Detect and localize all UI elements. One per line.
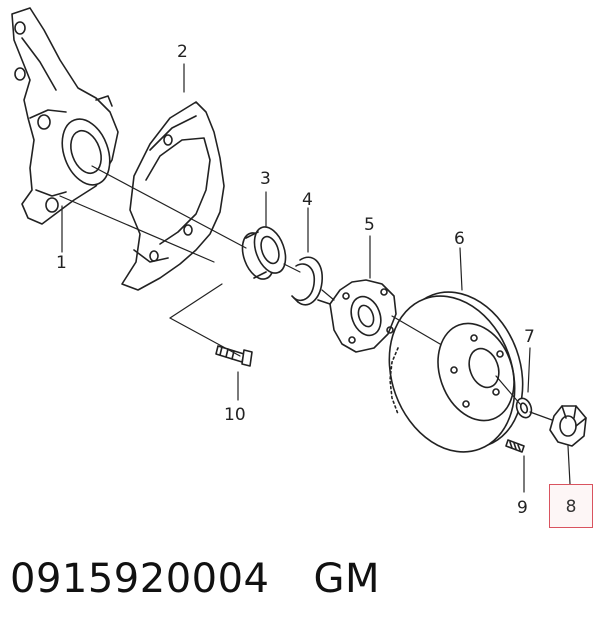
wheel-stud-part (505, 439, 525, 453)
steering-knuckle-part (11, 7, 119, 225)
callout-10: 10 (224, 405, 246, 425)
wheel-bearing-part (241, 226, 287, 280)
callout-2: 2 (177, 42, 188, 62)
brand-name: GM (313, 556, 381, 602)
hub-nut-part (549, 405, 587, 447)
callout-9: 9 (517, 498, 528, 518)
bolt-part (215, 345, 253, 367)
callout-5: 5 (364, 215, 375, 235)
exploded-hub-diagram (11, 7, 587, 493)
part-caption: 0915920004 GM (10, 556, 600, 616)
splash-shield-part (121, 101, 225, 291)
snap-ring-part (291, 256, 323, 306)
callout-6: 6 (454, 229, 465, 249)
wheel-hub-part (317, 279, 397, 353)
washer-part (515, 397, 533, 419)
part-number: 0915920004 (10, 556, 270, 602)
callout-4: 4 (302, 190, 313, 210)
assembly-lines (59, 63, 571, 493)
callout-8-highlight: 8 (549, 484, 593, 528)
callout-3: 3 (260, 169, 271, 189)
callout-1: 1 (56, 253, 67, 273)
brake-disc-part (388, 291, 524, 453)
callout-8: 8 (565, 497, 577, 517)
callout-7: 7 (524, 327, 535, 347)
